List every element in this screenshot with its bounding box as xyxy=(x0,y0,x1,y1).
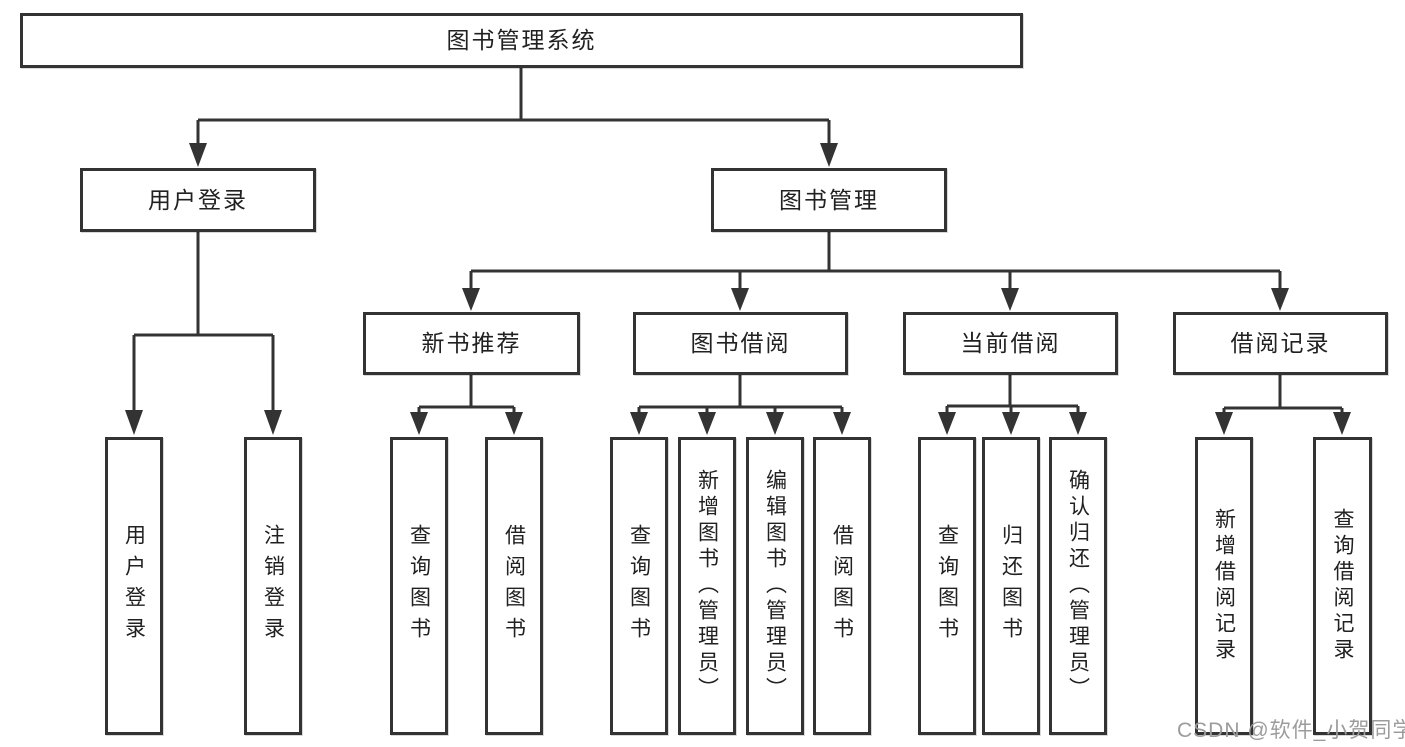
leaf-add-book-admin: 新增图书（管理员） xyxy=(678,437,736,735)
arrowheads xyxy=(125,143,1351,435)
leaf-add-borrow-record: 新增借阅记录 xyxy=(1195,437,1253,735)
leaf-borrow-books-borrowing: 借阅图书 xyxy=(813,437,871,735)
csdn-watermark: CSDN @软件_小贺同学 xyxy=(1177,719,1405,742)
connector-lines xyxy=(132,68,1344,414)
leaf-return-book: 归还图书 xyxy=(982,437,1040,735)
leaf-borrow-books-recommend: 借阅图书 xyxy=(485,437,543,735)
node-user-login: 用户登录 xyxy=(80,168,316,232)
leaf-query-books-borrowing: 查询图书 xyxy=(610,437,668,735)
leaf-user-login: 用户登录 xyxy=(105,437,163,735)
leaf-edit-book-admin: 编辑图书（管理员） xyxy=(746,437,804,735)
leaf-query-books-current: 查询图书 xyxy=(918,437,976,735)
node-book-borrowing: 图书借阅 xyxy=(633,312,848,375)
node-book-management: 图书管理 xyxy=(711,168,947,232)
leaf-logout: 注销登录 xyxy=(244,437,302,735)
node-library-management-system: 图书管理系统 xyxy=(20,13,1023,68)
node-new-book-recommendation: 新书推荐 xyxy=(363,312,580,375)
leaf-confirm-return-admin: 确认归还（管理员） xyxy=(1049,437,1107,735)
node-current-borrowing: 当前借阅 xyxy=(903,312,1118,375)
leaf-query-books-recommend: 查询图书 xyxy=(390,437,448,735)
node-borrowing-records: 借阅记录 xyxy=(1173,312,1388,375)
leaf-query-borrow-record: 查询借阅记录 xyxy=(1313,437,1372,735)
